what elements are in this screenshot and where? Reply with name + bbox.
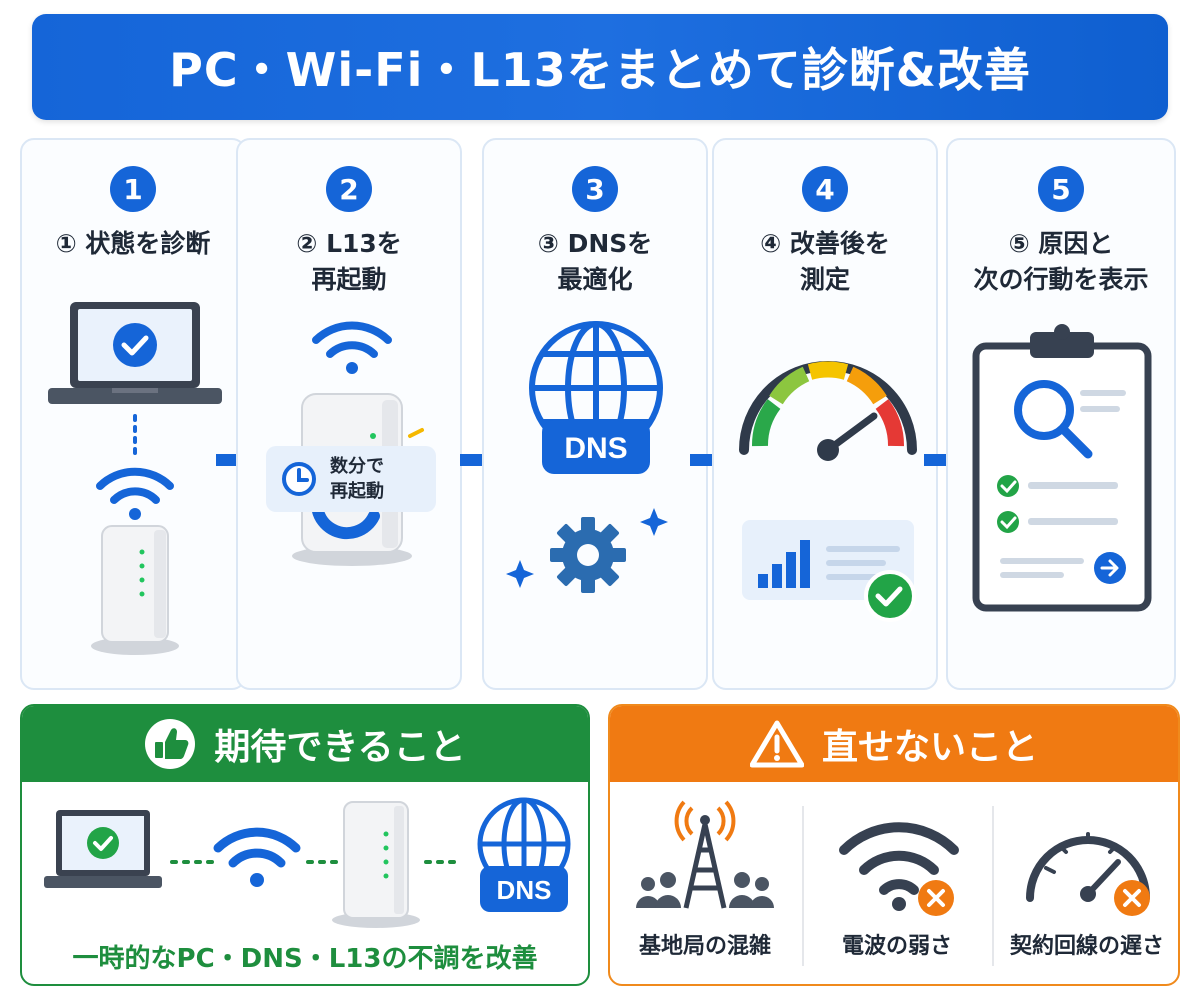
step-title: ② L13を 再起動	[296, 229, 402, 294]
expect-title: 期待できること	[214, 727, 466, 768]
dns-tag	[480, 866, 568, 912]
cannot-label: 契約回線の遅さ	[1009, 934, 1164, 959]
header-banner: PC・Wi-Fi・L13をまとめて診断&改善	[32, 14, 1168, 120]
step-number-badge: 3	[572, 166, 618, 212]
page-title: PC・Wi-Fi・L13をまとめて診断&改善	[169, 43, 1031, 97]
expect-illustration: DNS	[44, 797, 571, 928]
step-card-4: 4 ④ 改善後を 測定	[712, 138, 938, 690]
expect-panel: 期待できること DNS	[20, 704, 590, 986]
sparkle-icon	[640, 508, 668, 536]
weak-wifi-icon	[839, 822, 959, 916]
step-title: ⑤ 原因と 次の行動を表示	[973, 229, 1149, 294]
speedometer-icon	[739, 361, 917, 461]
search-icon	[1014, 380, 1093, 459]
step-title: ④ 改善後を 測定	[760, 229, 890, 294]
report-illustration	[972, 324, 1152, 612]
check-icon	[113, 323, 157, 367]
check-icon	[864, 570, 916, 622]
cannot-panel: 直せないこと 基地局の混雑 電	[608, 704, 1180, 986]
divider	[802, 806, 804, 966]
speed-measure-illustration	[739, 361, 917, 622]
router-icon	[91, 525, 179, 655]
check-icon	[87, 827, 119, 859]
dns-tag-label: DNS	[564, 432, 627, 465]
dns-tag-label: DNS	[497, 875, 552, 905]
restart-time-text: 数分で 再起動	[330, 456, 384, 502]
step-number-badge: 1	[110, 166, 156, 212]
step-card-5: 5 ⑤ 原因と 次の行動を表示	[946, 138, 1176, 690]
laptop-router-illustration	[48, 302, 222, 655]
step-title: ① 状態を診断	[55, 229, 211, 258]
cannot-header: 直せないこと	[610, 706, 1178, 782]
cannot-label: 電波の弱さ	[841, 934, 952, 959]
wifi-icon	[312, 321, 392, 374]
divider	[992, 806, 994, 966]
router-icon	[332, 801, 420, 928]
speedometer-icon	[1026, 832, 1150, 916]
laptop-icon	[44, 810, 162, 888]
dns-tag	[542, 420, 650, 474]
expect-caption: 一時的なPC・DNS・L13の不調を改善	[72, 944, 538, 974]
laptop-icon	[48, 302, 222, 404]
dns-illustration: DNS	[506, 321, 668, 593]
cannot-item-congestion: 基地局の混雑	[610, 798, 800, 978]
step-card-1: 1 ① 状態を診断	[20, 138, 246, 690]
cannot-item-slow-line: 契約回線の遅さ	[992, 798, 1178, 978]
step-number-badge: 4	[802, 166, 848, 212]
wifi-icon	[96, 467, 174, 520]
gear-icon	[550, 517, 626, 593]
expect-header: 期待できること	[22, 706, 588, 782]
clock-icon	[282, 462, 316, 496]
check-icon	[997, 475, 1019, 497]
restart-time-badge: 数分で 再起動	[266, 446, 436, 512]
check-icon	[997, 511, 1019, 533]
step-card-3: 3 ③ DNSを 最適化 DNS	[482, 138, 708, 690]
cannot-title: 直せないこと	[821, 727, 1038, 768]
step-number-badge: 2	[326, 166, 372, 212]
bar-icon	[758, 574, 768, 588]
wifi-icon	[213, 827, 301, 887]
sparkle-icon	[506, 560, 534, 588]
step-title: ③ DNSを 最適化	[537, 229, 653, 294]
warning-icon	[749, 720, 804, 768]
arrow-circle-icon	[1094, 552, 1126, 584]
cannot-label: 基地局の混雑	[638, 934, 771, 959]
thumbs-up-icon	[145, 719, 196, 769]
cell-tower-icon	[636, 800, 774, 909]
cannot-item-weak-signal: 電波の弱さ	[802, 798, 992, 978]
step-card-2: 2 ② L13を 再起動 数分で 再起動	[236, 138, 462, 690]
step-number-badge: 5	[1038, 166, 1084, 212]
